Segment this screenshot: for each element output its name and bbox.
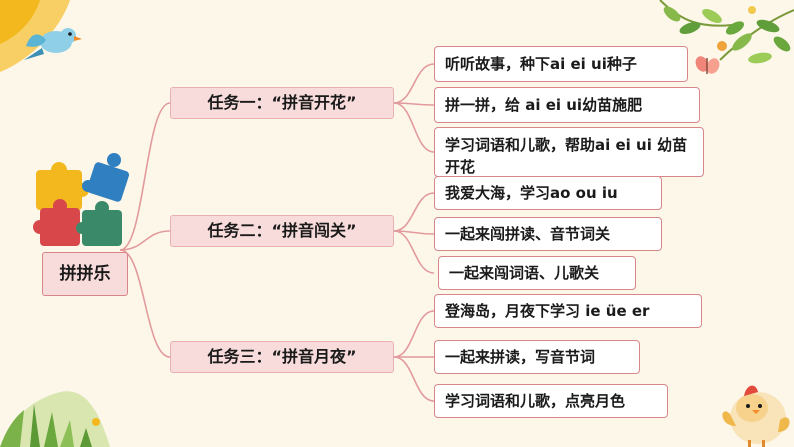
- task-label-3: 任务三：“拼音月夜”: [207, 347, 357, 366]
- task-3-connector-1: [393, 310, 435, 358]
- bird-icon: [0, 0, 82, 72]
- task-1-connector-3: [393, 102, 435, 153]
- leaf-label-1-2: 拼一拼，给 ai ei ui幼苗施肥: [445, 96, 643, 114]
- leaf-node-3-3: 学习词语和儿歌，点亮月色: [434, 384, 668, 418]
- task-label-1: 任务一：“拼音开花”: [207, 93, 357, 112]
- task-node-1: 任务一：“拼音开花”: [170, 87, 394, 119]
- leaf-node-3-1: 登海岛，月夜下学习 ie üe er: [434, 294, 702, 328]
- leaf-label-3-3: 学习词语和儿歌，点亮月色: [445, 392, 626, 410]
- leaf-node-1-3: 学习词语和儿歌，帮助ai ei ui 幼苗开花: [434, 127, 704, 177]
- leaf-label-2-1: 我爱大海，学习ao ou iu: [445, 184, 618, 202]
- leaf-label-3-1: 登海岛，月夜下学习 ie üe er: [445, 302, 650, 320]
- leaf-label-2-3: 一起来闯词语、儿歌关: [449, 264, 600, 282]
- grass-icon: [0, 391, 110, 447]
- root-node: 拼拼乐: [42, 252, 128, 296]
- leaf-node-1-1: 听听故事，种下ai ei ui种子: [434, 46, 688, 82]
- leaf-label-2-2: 一起来闯拼读、音节词关: [445, 225, 611, 243]
- leaf-node-2-2: 一起来闯拼读、音节词关: [434, 217, 662, 251]
- leaf-branch-icon: [659, 0, 794, 64]
- leaf-node-1-2: 拼一拼，给 ai ei ui幼苗施肥: [434, 87, 700, 123]
- root-connector-1: [119, 102, 171, 251]
- task-2-connector-1: [393, 192, 435, 232]
- task-1-connector-1: [393, 63, 435, 104]
- task-node-2: 任务二：“拼音闯关”: [170, 215, 394, 247]
- root-label: 拼拼乐: [59, 264, 111, 284]
- puzzle-icon: [33, 153, 130, 246]
- chick-icon: [722, 385, 790, 447]
- butterfly-icon: [695, 56, 720, 74]
- task-node-3: 任务三：“拼音月夜”: [170, 341, 394, 373]
- leaf-node-2-1: 我爱大海，学习ao ou iu: [434, 176, 662, 210]
- task-2-connector-3: [393, 230, 435, 274]
- leaf-node-3-2: 一起来拼读，写音节词: [434, 340, 640, 374]
- leaf-label-1-1: 听听故事，种下ai ei ui种子: [445, 55, 637, 73]
- leaf-label-1-3: 学习词语和儿歌，帮助ai ei ui 幼苗开花: [445, 136, 688, 176]
- root-connector-2: [119, 230, 171, 251]
- task-label-2: 任务二：“拼音闯关”: [207, 221, 357, 240]
- leaf-node-2-3: 一起来闯词语、儿歌关: [438, 256, 636, 290]
- leaf-label-3-2: 一起来拼读，写音节词: [445, 348, 596, 366]
- task-3-connector-3: [393, 356, 435, 402]
